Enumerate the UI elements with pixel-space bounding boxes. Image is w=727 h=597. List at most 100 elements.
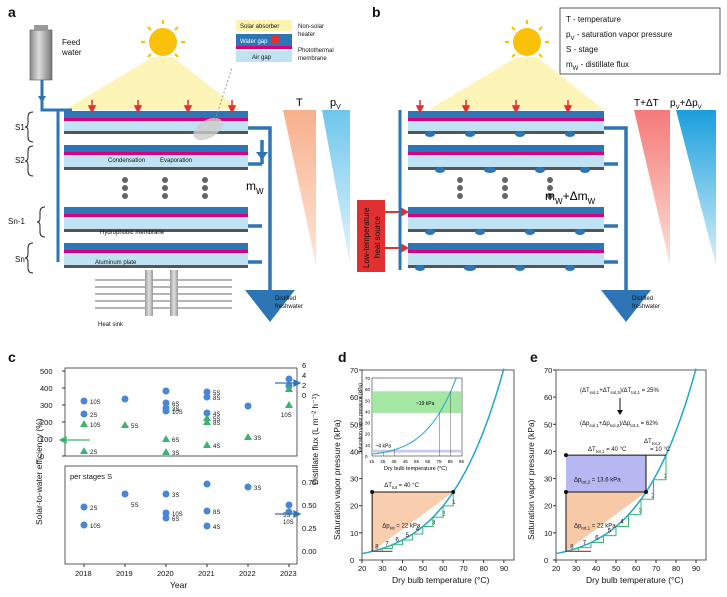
c-ytick-right-bot: 0.75	[302, 478, 317, 487]
c-flux-point	[285, 385, 293, 392]
c-top-label: 6S	[172, 402, 179, 408]
c-stage-point	[203, 522, 211, 530]
panel-label-a: a	[8, 4, 16, 20]
c-top-label: 8S	[213, 396, 220, 402]
c-stage-point	[162, 490, 170, 498]
c-ytick-left: 200	[40, 418, 53, 427]
c-stage-point	[203, 480, 211, 488]
step-label: 8	[570, 544, 574, 550]
y-tick: 20	[544, 502, 552, 511]
y-tick: 40	[350, 447, 358, 456]
c-top-label: 10S	[90, 400, 101, 406]
c-top-label: 5S	[131, 424, 138, 430]
c-flux-point	[203, 414, 211, 421]
c-top-label: 2S	[90, 413, 97, 419]
x-label: Dry bulb temperature (°C)	[586, 575, 684, 585]
x-tick: 90	[500, 564, 508, 573]
tdt-label: T+ΔT	[634, 98, 659, 109]
step-label: 5	[608, 529, 612, 535]
pv-label: pV	[330, 97, 341, 111]
stage-label-sn1: Sn-1	[8, 217, 25, 226]
vapor-gradient	[322, 110, 350, 265]
c-year-tick: 2022	[239, 569, 256, 578]
inset-y-tick: 70	[365, 376, 371, 381]
sun-icon	[141, 20, 185, 64]
legend-photothermal-2: membrane	[298, 56, 327, 62]
key-box	[559, 7, 721, 75]
feed-water-label: Feed	[62, 38, 80, 47]
x-tick: 60	[632, 564, 640, 573]
c-xlabel: Year	[170, 580, 187, 590]
c-top-label: 10S	[281, 413, 292, 419]
legend-non-solar: Non-solar	[298, 24, 324, 30]
aluminum-label: Aluminum plate	[95, 260, 137, 266]
y-label: Saturation vapor pressure (kPa)	[526, 419, 536, 540]
inset-x-tick: 75	[437, 459, 443, 464]
c-year-tick: 2020	[157, 569, 174, 578]
step-label: 7	[583, 541, 587, 547]
mw-label: mW	[246, 179, 264, 196]
c-bot-label: 5S	[283, 513, 290, 519]
y-tick: 60	[544, 393, 552, 402]
x-tick: 70	[459, 564, 467, 573]
heat-source-label: Low-temperature	[362, 207, 371, 268]
c-ylabel-left: Solar-to-water efficiency (%)	[34, 418, 44, 525]
e-dt2: ΔTtot,2	[644, 439, 661, 446]
c-ytick-right-top: 6	[302, 361, 306, 370]
inset-big-label: ~19 kPa	[416, 401, 435, 407]
inset-x-tick: 25	[380, 459, 386, 464]
c-stage-point	[80, 503, 88, 511]
step-label: 6	[395, 538, 399, 544]
layer-legend: Solar absorber Water gap Air gap Non-sol…	[236, 20, 334, 62]
y-tick: 50	[544, 420, 552, 429]
panel-label-c: c	[8, 349, 16, 365]
c-bot-label: 4S	[213, 525, 220, 531]
x-tick: 80	[672, 564, 680, 573]
distilled-label-a-2: freshwater	[275, 304, 303, 310]
c-flux-point	[203, 418, 211, 425]
t-label: T	[296, 97, 303, 109]
c-stage-label: per stages S	[70, 472, 112, 481]
c-efficiency-point	[203, 393, 211, 401]
inset-y-tick: 30	[365, 421, 371, 426]
c-ylabel-right: Distillate flux (L m⁻² h⁻¹)	[310, 394, 320, 485]
c-year-tick: 2019	[116, 569, 133, 578]
c-flux-point	[121, 421, 129, 428]
c-ytick-left: 0	[40, 452, 44, 461]
c-bot-label: 5S	[131, 503, 138, 509]
x-label: Dry bulb temperature (°C)	[392, 575, 490, 585]
y-tick: 20	[350, 502, 358, 511]
inset-x-tick: 15	[369, 459, 375, 464]
c-stage-point	[162, 509, 170, 517]
c-flux-point	[285, 401, 293, 408]
x-tick: 40	[399, 564, 407, 573]
key-temperature: T - temperature	[566, 15, 622, 24]
step-label: 7	[385, 541, 389, 547]
c-top-label: 5S	[213, 391, 220, 397]
panel-label-e: e	[530, 349, 538, 365]
panel-a-diagram: Feed water	[8, 20, 350, 328]
c-efficiency-point	[285, 375, 293, 383]
c-top-label: 2S	[90, 450, 97, 456]
step-label: 8	[375, 544, 379, 550]
heat-sink	[95, 270, 232, 316]
legend-non-solar-2: heater	[298, 32, 315, 38]
c-stage-point	[203, 507, 211, 515]
y-tick: 0	[544, 556, 548, 565]
c-year-tick: 2023	[280, 569, 297, 578]
c-top-label: 4S	[213, 444, 220, 450]
c-ytick-right-bot: 0.50	[302, 501, 317, 510]
evaporation-label: Evaporation	[160, 158, 192, 164]
c-flux-point	[80, 447, 88, 454]
x-tick: 50	[419, 564, 427, 573]
c-ytick-left: 400	[40, 384, 53, 393]
c-ytick-right-bot: 0.00	[302, 547, 317, 556]
panel-c-chart: Solar-to-water efficiency (%) Distillate…	[34, 361, 320, 590]
c-ytick-left: 500	[40, 367, 53, 376]
key-stage: S - stage	[566, 45, 599, 54]
c-top-label: 3S	[254, 436, 261, 442]
e-dt2-val: = 10 °C	[650, 447, 671, 453]
e-dt1: ΔTtot,1 = 40 °C	[588, 447, 627, 454]
